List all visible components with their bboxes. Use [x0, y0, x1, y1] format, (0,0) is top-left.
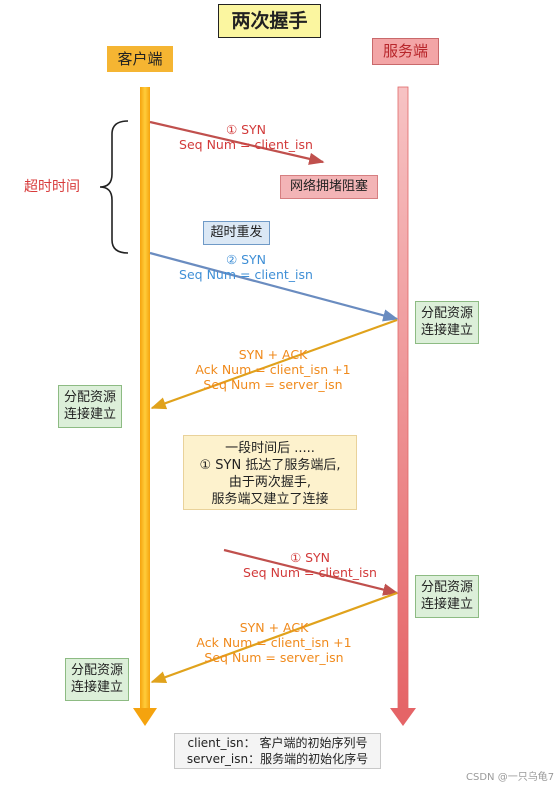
synack-2-line2: Ack Num = client_isn +1 — [196, 635, 352, 650]
retransmit-syn-line2: Seq Num = client_isn — [179, 267, 313, 282]
retransmit-syn-arrow — [149, 251, 399, 322]
alloc-line2: 连接建立 — [63, 407, 116, 422]
note-line1: 一段时间后 ..... — [225, 441, 315, 456]
lost-syn-label: ① SYN Seq Num = client_isn — [176, 122, 316, 152]
synack-1-label: SYN + ACK Ack Num = client_isn +1 Seq Nu… — [193, 347, 353, 392]
alloc-line1: 分配资源 — [70, 663, 123, 678]
client-label: 客户端 — [107, 46, 173, 72]
synack-2-line3: Seq Num = server_isn — [204, 650, 344, 665]
note-line4: 服务端又建立了连接 — [211, 492, 329, 507]
synack-2-line1: SYN + ACK — [239, 620, 309, 635]
synack-arrow-1 — [150, 318, 398, 410]
legend-line2: server_isn：服务端的初始化序号 — [186, 752, 369, 766]
retransmit-syn-line1: ② SYN — [225, 252, 267, 267]
alloc-line1: 分配资源 — [63, 390, 116, 405]
delayed-syn-line1: ① SYN — [289, 550, 331, 565]
alloc-line1: 分配资源 — [420, 306, 473, 321]
synack-arrow-2 — [150, 591, 398, 684]
note-box: 一段时间后 ..... ① SYN 抵达了服务端后, 由于两次握手, 服务端又建… — [183, 435, 357, 510]
client-alloc-box-2: 分配资源 连接建立 — [65, 658, 129, 701]
congestion-label: 网络拥堵阻塞 — [280, 175, 378, 199]
note-line3: 由于两次握手, — [228, 475, 312, 490]
delayed-syn-line2: Seq Num = client_isn — [243, 565, 377, 580]
lost-syn-line1: ① SYN — [225, 122, 267, 137]
server-alloc-box-1: 分配资源 连接建立 — [415, 301, 479, 344]
client-alloc-box-1: 分配资源 连接建立 — [58, 385, 122, 428]
delayed-syn-arrow — [223, 548, 399, 596]
lost-syn-line2: Seq Num = client_isn — [179, 137, 313, 152]
server-lifeline — [390, 86, 416, 726]
alloc-line2: 连接建立 — [70, 680, 123, 695]
watermark: CSDN @一只乌龟7 — [466, 772, 555, 783]
retransmit-syn-label: ② SYN Seq Num = client_isn — [176, 252, 316, 282]
alloc-line2: 连接建立 — [420, 597, 473, 612]
lost-syn-arrow — [149, 120, 325, 165]
client-lifeline — [133, 87, 157, 726]
synack-1-line1: SYN + ACK — [238, 347, 308, 362]
legend-line1: client_isn： 客户端的初始序列号 — [187, 736, 368, 750]
delayed-syn-label: ① SYN Seq Num = client_isn — [240, 550, 380, 580]
server-alloc-box-2: 分配资源 连接建立 — [415, 575, 479, 618]
alloc-line1: 分配资源 — [420, 580, 473, 595]
synack-2-label: SYN + ACK Ack Num = client_isn +1 Seq Nu… — [194, 620, 354, 665]
retransmit-label: 超时重发 — [203, 221, 270, 245]
timeout-brace — [99, 120, 129, 254]
timeout-label: 超时时间 — [24, 179, 80, 195]
synack-1-line3: Seq Num = server_isn — [203, 377, 343, 392]
synack-1-line2: Ack Num = client_isn +1 — [195, 362, 351, 377]
alloc-line2: 连接建立 — [420, 323, 473, 338]
diagram-title: 两次握手 — [218, 4, 321, 38]
server-label: 服务端 — [372, 38, 439, 65]
legend-box: client_isn： 客户端的初始序列号 server_isn：服务端的初始化… — [174, 733, 381, 769]
note-line2: ① SYN 抵达了服务端后, — [199, 458, 341, 473]
